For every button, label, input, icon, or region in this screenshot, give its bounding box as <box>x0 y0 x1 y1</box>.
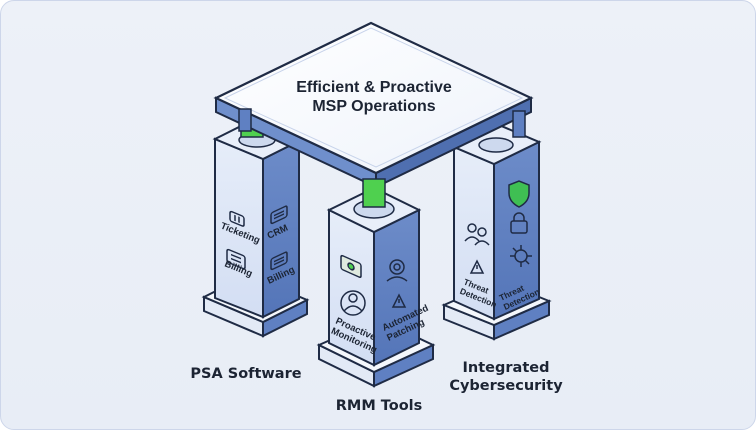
threat-icon <box>464 223 490 246</box>
security-pillar <box>441 123 552 341</box>
tabletop-title-line2: MSP Operations <box>312 98 435 115</box>
rmm-connector <box>362 178 386 208</box>
alarm-icon <box>469 259 485 274</box>
virus-icon <box>510 245 532 267</box>
alarm-icon <box>391 293 407 308</box>
security-caption-line2: Cybersecurity <box>449 378 563 394</box>
crm-icon <box>270 205 288 225</box>
psa-caption: PSA Software <box>190 366 302 382</box>
people-icon <box>340 290 366 316</box>
billing-icon <box>226 248 246 270</box>
tabletop: Efficient & Proactive MSP Operations <box>213 21 534 189</box>
monitoring-icon <box>340 254 362 279</box>
ticket-icon <box>229 210 245 227</box>
patching-icon <box>386 259 408 282</box>
billing-icon <box>270 251 288 271</box>
security-caption: Integrated Cybersecurity <box>441 359 571 395</box>
tabletop-title-line1: Efficient & Proactive <box>296 79 452 96</box>
rmm-caption: RMM Tools <box>335 398 423 414</box>
security-caption-line1: Integrated <box>462 360 550 376</box>
lock-icon <box>510 212 528 234</box>
shield-icon <box>508 180 530 208</box>
rmm-pillar <box>316 178 436 388</box>
